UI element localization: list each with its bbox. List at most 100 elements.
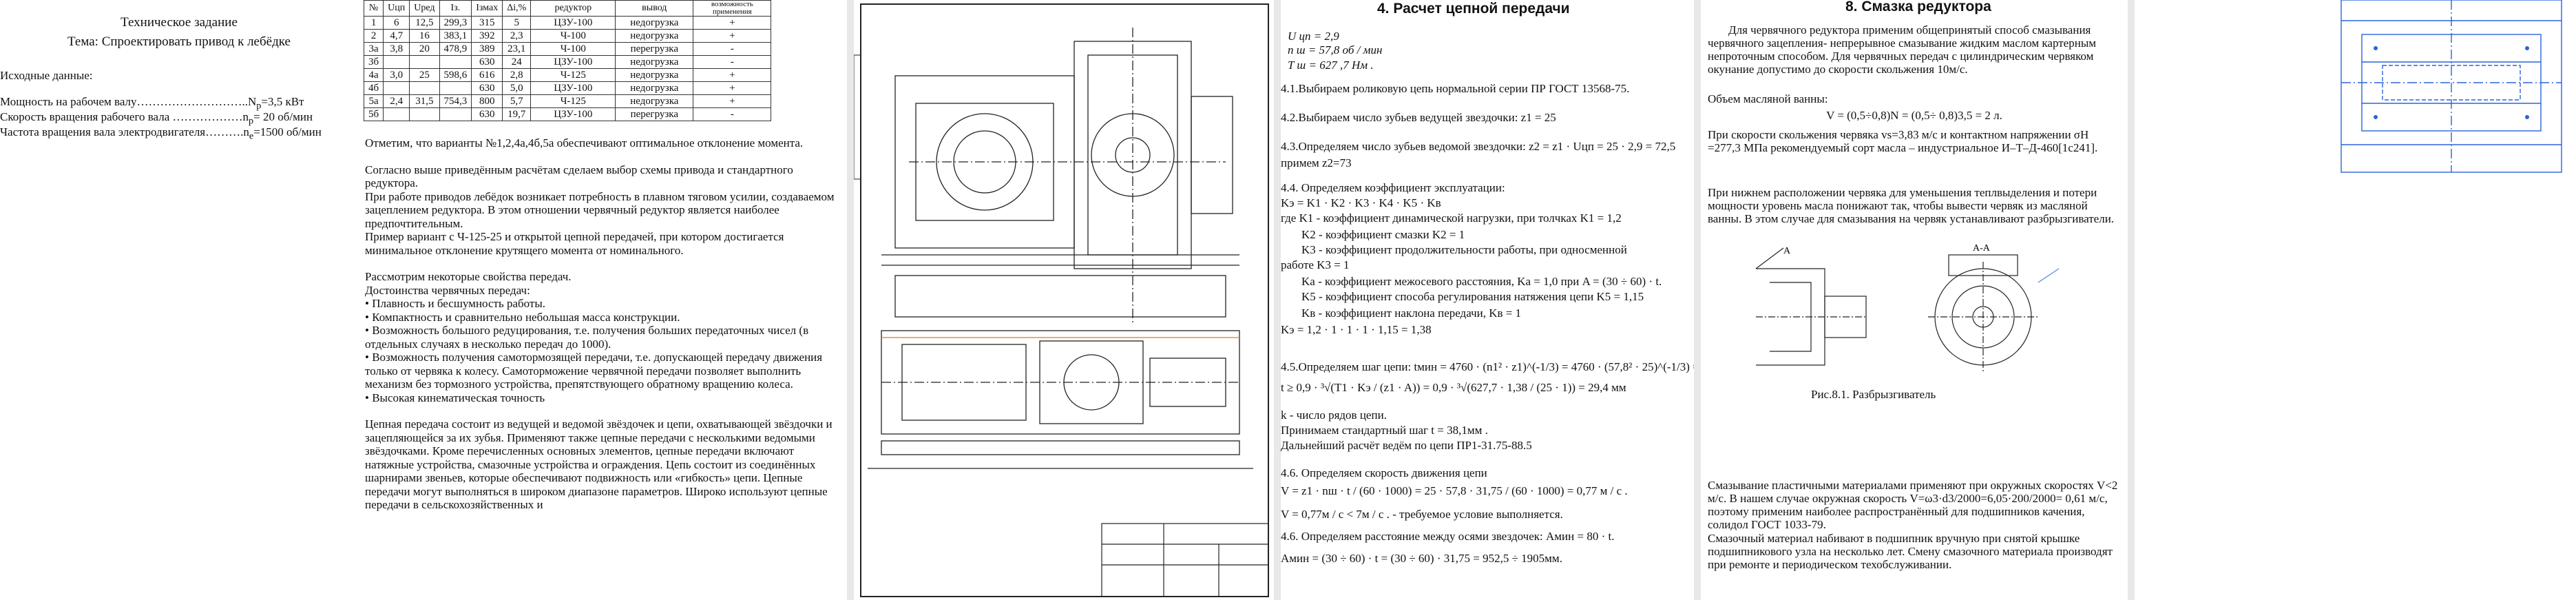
table-cell: недогрузка	[615, 68, 694, 82]
calc-line: 4.6. Определяем расстояние между осями з…	[1281, 530, 1615, 543]
calc-line: Kэ = K1 · K2 · K3 · K4 · K5 · Kв	[1281, 196, 1441, 209]
housing-drawing	[2135, 0, 2576, 600]
table-cell	[383, 55, 410, 69]
col-num: №	[363, 0, 384, 17]
calc-line: Дальнейший расчёт ведём по цепи ПР1-31.7…	[1281, 439, 1532, 452]
table-cell	[409, 81, 440, 95]
table-header-row: № Uцп Uред Iз. Iзмах Δi,% редуктор вывод…	[363, 0, 772, 17]
task-panel: Техническое задание Тема: Спроектировать…	[0, 0, 847, 600]
table-cell: 800	[471, 94, 503, 108]
calc-line: 4.6. Определяем скорость движения цепи	[1281, 466, 1487, 479]
fig-caption: Рис.8.1. Разбрызгиватель	[1811, 388, 1936, 401]
calc-line: t ≥ 0,9 · ³√(T1 · Kэ / (z1 · A)) = 0,9 ·…	[1281, 381, 1626, 394]
input-power: Мощность на рабочем валу………………………..Np=3,…	[0, 95, 304, 112]
table-cell: 5,7	[502, 94, 532, 108]
table-cell: 754,3	[439, 94, 472, 108]
table-cell	[383, 107, 410, 121]
table-cell: 315	[471, 16, 503, 30]
task-paragraph: Достоинства червячных передач:	[365, 283, 530, 297]
task-paragraph: Согласно выше приведённым расчётам сдела…	[365, 163, 793, 190]
table-cell	[439, 107, 472, 121]
task-paragraph	[365, 404, 840, 417]
table-cell: Ч-100	[530, 29, 616, 43]
para-grease-service: Смазочный материал набивают в подшипник …	[1708, 532, 2113, 571]
table-cell: 23,1	[502, 42, 532, 56]
table-cell: 5,0	[502, 81, 532, 95]
table-cell	[409, 107, 440, 121]
table-cell: 2,3	[502, 29, 532, 43]
calc-line: Kэ = 1,2 · 1 · 1 · 1 · 1,15 = 1,38	[1281, 323, 1432, 336]
para-grease: Смазывание пластичными материалами приме…	[1708, 479, 2118, 531]
calc-line: Kв - коэффициент наклона передачи, Kв = …	[1301, 307, 1522, 320]
table-cell	[439, 81, 472, 95]
calc-line: 4.1.Выбираем роликовую цепь нормальной с…	[1281, 82, 1630, 95]
fig-label: A	[1783, 246, 1791, 256]
table-cell: Ч-100	[530, 42, 616, 56]
table-cell: ЦЗУ-100	[530, 81, 616, 95]
task-paragraph: Цепная передача состоит из ведущей и вед…	[365, 417, 833, 511]
calc-line: 4.5.Определяем шаг цепи: tмин = 4760 · (…	[1281, 360, 1694, 373]
col-iz: Iз.	[439, 0, 472, 17]
table-cell: 383,1	[439, 29, 472, 43]
task-paragraph: • Высокая кинематическая точность	[365, 391, 545, 404]
doc-subtitle: Тема: Спроектировать привод к лебёдке	[67, 34, 291, 49]
table-cell: 25	[409, 68, 440, 82]
calc-line: V = z1 · nш · t / (60 · 1000) = 25 · 57,…	[1281, 484, 1628, 497]
table-cell: 598,6	[439, 68, 472, 82]
part-drawing	[2135, 0, 2576, 600]
task-paragraph: Пример вариант с Ч-125-25 и открытой цеп…	[365, 230, 784, 257]
calc-line: 4.4. Определяем коэффициент эксплуатации…	[1281, 181, 1505, 194]
table-cell: 4а	[363, 68, 384, 82]
col-izmax: Iзмах	[471, 0, 503, 17]
para-lubrication-method: Для червячного редуктора применим общепр…	[1708, 23, 2096, 76]
table-cell: 4,7	[383, 29, 410, 43]
table-cell: 616	[471, 68, 503, 82]
input-motor-rpm: Частота вращения вала электродвигателя………	[0, 125, 322, 142]
table-cell: 1	[363, 16, 384, 30]
table-cell: 2	[363, 29, 384, 43]
table-cell: 3,8	[383, 42, 410, 56]
drive-assembly-drawing	[854, 3, 1269, 597]
para-splash: При нижнем расположении червяка для умен…	[1708, 186, 2115, 225]
table-cell: 3,0	[383, 68, 410, 82]
table-cell: 630	[471, 55, 503, 69]
table-cell: перегрузка	[615, 107, 694, 121]
splasher-figure: A А-А	[1755, 243, 2060, 372]
page-gap	[847, 0, 854, 600]
task-paragraph: Рассмотрим некоторые свойства передач.	[365, 270, 572, 283]
table-cell: 389	[471, 42, 503, 56]
table-cell: 630	[471, 107, 503, 121]
table-cell: 2,4	[383, 94, 410, 108]
table-cell: ЦЗУ-100	[530, 16, 616, 30]
calc-line: 4.3.Определяем число зубьев ведомой звез…	[1281, 140, 1676, 153]
table-cell: недогрузка	[615, 55, 694, 69]
calc-line: Ka - коэффициент межосевого расстояния, …	[1301, 275, 1662, 288]
calc-line: V = 0,77м / с < 7м / с . - требуемое усл…	[1281, 508, 1563, 521]
section-heading: 8. Смазка редуктора	[1845, 0, 1991, 14]
table-cell: 2,8	[502, 68, 532, 82]
col-ucp: Uцп	[383, 0, 410, 17]
col-applicability: возможность применения	[693, 0, 772, 17]
inputs-heading: Исходные данные:	[0, 69, 93, 82]
page-gap	[1274, 0, 1281, 600]
col-ured: Uред	[409, 0, 440, 17]
calc-line: K5 - коэффициент способа регулирования н…	[1301, 290, 1644, 303]
doc-title: Техническое задание	[121, 15, 238, 30]
col-reducer: редуктор	[530, 0, 616, 17]
table-cell	[439, 55, 472, 69]
input-speed: Скорость вращения рабочего вала ………………np…	[0, 110, 313, 127]
table-cell: Ч-125	[530, 94, 616, 108]
calc-line: работе K3 = 1	[1281, 258, 1350, 271]
lubrication-page: 8. Смазка редуктора Для червячного редук…	[1701, 0, 2128, 600]
calc-line: примем z2=73	[1281, 156, 1352, 169]
task-paragraph: • Компактность и сравнительно небольшая …	[365, 310, 680, 324]
table-cell: 20	[409, 42, 440, 56]
table-cell: Ч-125	[530, 68, 616, 82]
